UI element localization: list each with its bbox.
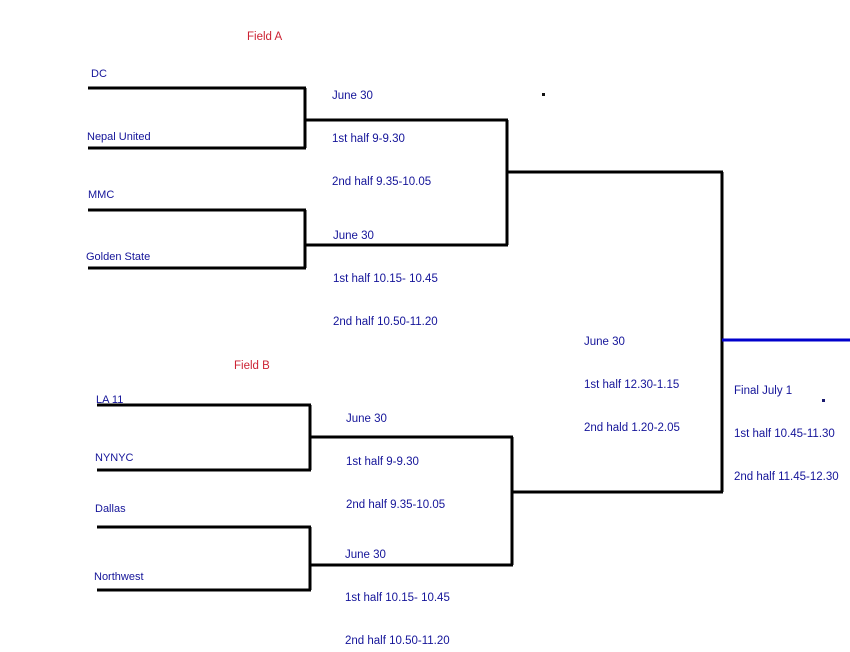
match-a1-date: June 30 <box>332 89 373 102</box>
match-b1-first-half: 1st half 9-9.30 <box>346 455 419 468</box>
match-info-b1: June 30 1st half 9-9.30 2nd half 9.35-10… <box>346 383 445 541</box>
match-info-final: Final July 1 1st half 10.45-11.30 2nd ha… <box>734 355 839 513</box>
match-b2-date: June 30 <box>345 548 386 561</box>
field-label-a: Field A <box>247 31 283 43</box>
match-a2-date: June 30 <box>333 229 374 242</box>
team-label-la-11: LA 11 <box>96 394 124 406</box>
match-semifinal-first-half: 1st half 12.30-1.15 <box>584 378 680 391</box>
match-a2-second-half: 2nd half 10.50-11.20 <box>333 316 438 328</box>
team-label-nynyc: NYNYC <box>95 452 134 464</box>
stray-dot-lower <box>822 399 825 402</box>
match-info-semifinal: June 30 1st half 12.30-1.15 2nd hald 1.2… <box>584 306 680 464</box>
team-label-northwest: Northwest <box>94 571 144 583</box>
match-info-a2: June 30 1st half 10.15- 10.45 2nd half 1… <box>333 200 438 358</box>
match-final-first-half: 1st half 10.45-11.30 <box>734 427 835 440</box>
match-semifinal-second-half: 2nd hald 1.20-2.05 <box>584 422 680 434</box>
match-b1-date: June 30 <box>346 412 387 425</box>
team-label-mmc: MMC <box>88 189 115 201</box>
team-label-golden-state: Golden State <box>86 251 151 263</box>
team-label-dallas: Dallas <box>95 503 126 515</box>
team-label-nepal-united: Nepal United <box>87 131 151 143</box>
match-a1-first-half: 1st half 9-9.30 <box>332 132 405 145</box>
match-info-b2: June 30 1st half 10.15- 10.45 2nd half 1… <box>345 519 450 652</box>
stray-dot-upper <box>542 93 545 96</box>
match-final-date: Final July 1 <box>734 384 793 397</box>
field-label-b: Field B <box>234 360 270 372</box>
match-final-second-half: 2nd half 11.45-12.30 <box>734 471 839 483</box>
match-info-a1: June 30 1st half 9-9.30 2nd half 9.35-10… <box>332 60 431 218</box>
match-b1-second-half: 2nd half 9.35-10.05 <box>346 499 446 511</box>
match-semifinal-date: June 30 <box>584 335 625 348</box>
match-b2-first-half: 1st half 10.15- 10.45 <box>345 591 450 604</box>
match-a2-first-half: 1st half 10.15- 10.45 <box>333 272 438 285</box>
team-label-dc: DC <box>91 68 107 80</box>
match-b2-second-half: 2nd half 10.50-11.20 <box>345 635 450 647</box>
match-a1-second-half: 2nd half 9.35-10.05 <box>332 176 432 188</box>
